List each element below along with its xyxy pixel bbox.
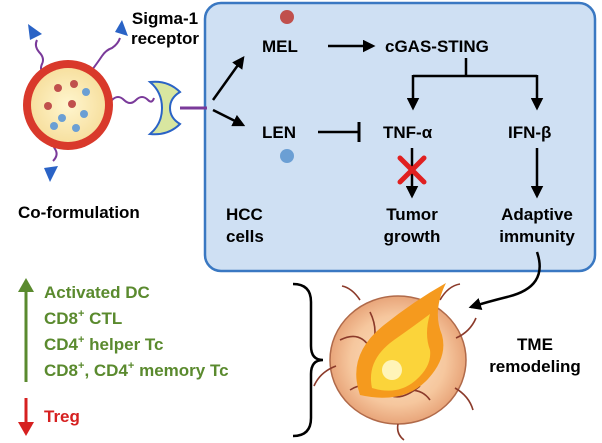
curly-brace [292, 282, 324, 438]
payload-mel-dot [54, 84, 62, 92]
payload-len-dot [50, 122, 58, 130]
payload-len-dot [80, 110, 88, 118]
up-item-cd8-ctl: CD8+ CTL [44, 308, 122, 328]
payload-mel-dot [44, 102, 52, 110]
payload-mel-dot [68, 100, 76, 108]
up-item-activated-dc: Activated DC [44, 283, 150, 302]
adaptive-immunity-line2: immunity [499, 227, 575, 246]
ligand-upper-right-icon [115, 20, 128, 36]
mel-label: MEL [262, 37, 298, 56]
nanoparticle [23, 20, 155, 182]
receptor-icon [147, 80, 182, 136]
tme-label-line2: remodeling [489, 357, 581, 376]
len-label: LEN [262, 123, 296, 142]
ligand-upper-left-icon [28, 24, 42, 40]
tumor-illustration [313, 283, 477, 441]
ligand-lower-left-icon [44, 166, 58, 182]
hcc-label-line2: cells [226, 227, 264, 246]
tumor-growth-line2: growth [384, 227, 441, 246]
up-item-cd4-helper: CD4+ helper Tc [44, 334, 164, 354]
sigma-label-line1: Sigma-1 [132, 9, 198, 28]
up-item-memory-tc: CD8+, CD4+ memory Tc [44, 360, 229, 380]
treg-label: Treg [44, 407, 80, 426]
arrow-adaptive-to-tme [468, 251, 541, 310]
payload-len-dot [82, 88, 90, 96]
len-dot-icon [280, 149, 294, 163]
linker-upper-right [91, 37, 121, 71]
arrow-to-len [212, 108, 246, 127]
flame-core-icon [382, 360, 402, 380]
payload-mel-dot [70, 80, 78, 88]
linker-to-receptor [111, 96, 155, 104]
down-arrowhead-icon [18, 422, 34, 436]
tnf-label: TNF-α [383, 123, 433, 142]
payload-len-dot [58, 114, 66, 122]
up-arrowhead-icon [18, 278, 34, 292]
cgas-sting-label: cGAS-STING [385, 37, 489, 56]
adaptive-immunity-line1: Adaptive [501, 205, 573, 224]
arrow-to-mel [211, 55, 245, 101]
hcc-cell-panel [203, 1, 597, 273]
payload-len-dot [72, 124, 80, 132]
sigma1-receptor [147, 80, 207, 136]
blocked-x-icon [397, 155, 427, 185]
hcc-label-line1: HCC [226, 205, 263, 224]
tumor-growth-line1: Tumor [386, 205, 438, 224]
ifn-label: IFN-β [508, 123, 551, 142]
sigma-label-line2: receptor [131, 29, 199, 48]
tme-label-line1: TME [517, 335, 553, 354]
mel-dot-icon [280, 10, 294, 24]
nanoparticle-core [31, 68, 105, 142]
coformulation-label: Co-formulation [18, 203, 140, 222]
